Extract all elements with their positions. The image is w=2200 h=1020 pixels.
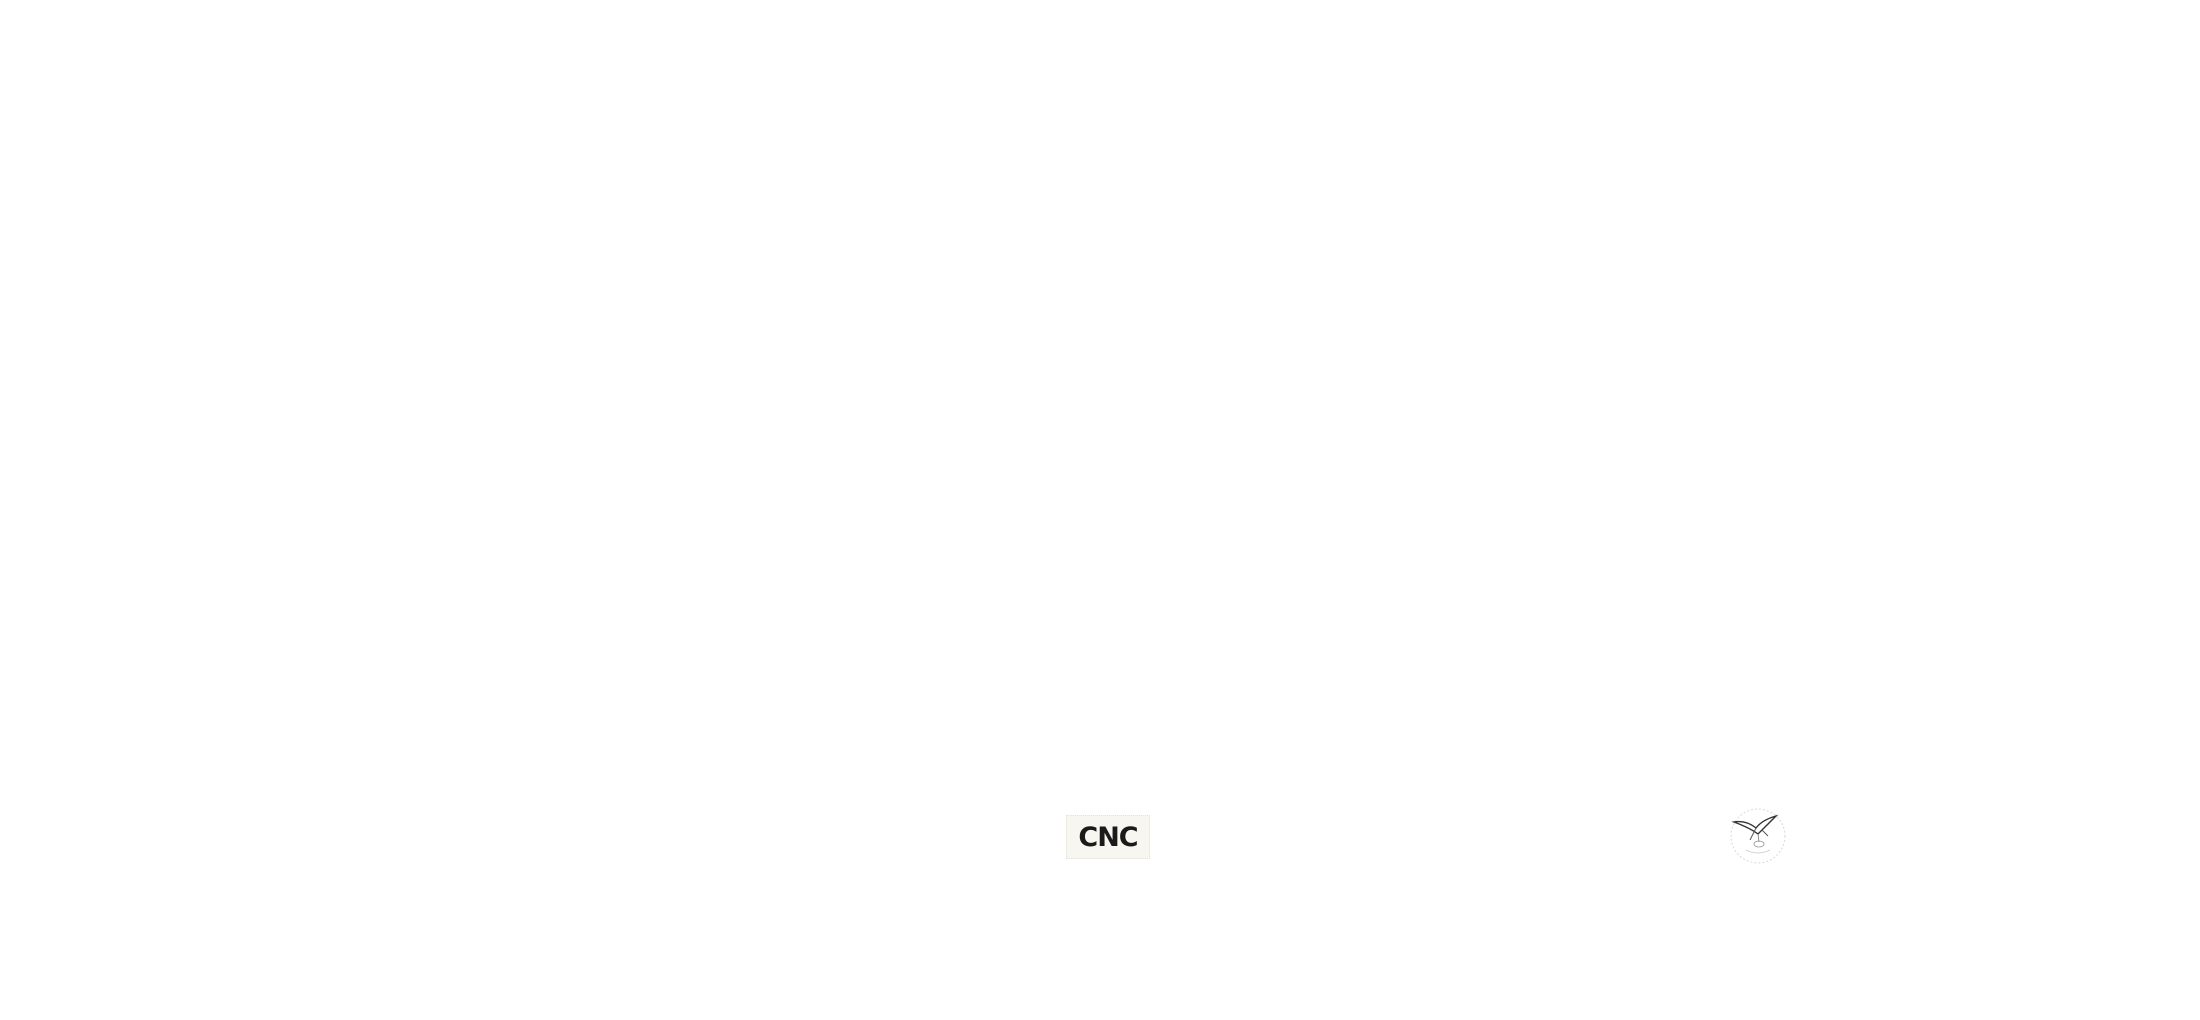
- bird-emblem-icon: [1728, 806, 1788, 866]
- cnc-logo-text: CNC: [1078, 821, 1138, 853]
- cnc-logo: CNC: [1066, 815, 1150, 859]
